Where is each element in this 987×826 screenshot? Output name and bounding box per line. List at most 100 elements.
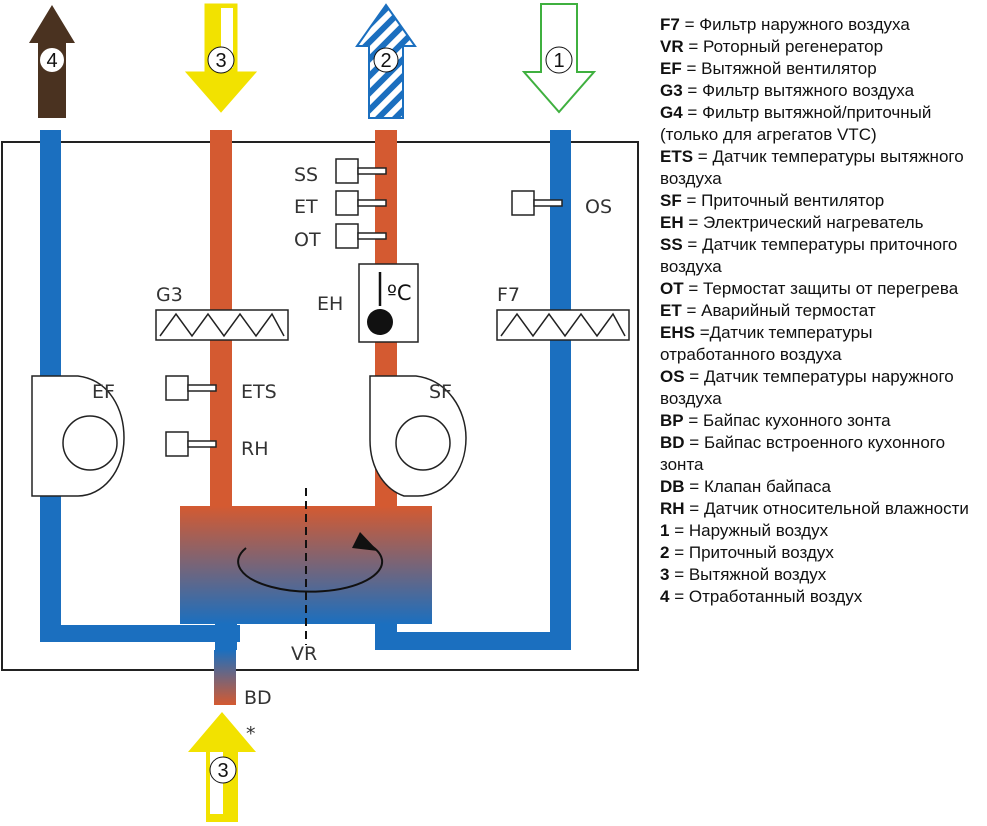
legend-item: VR = Роторный регенератор	[660, 36, 985, 58]
legend-separator: =	[684, 433, 704, 452]
arrow-supply-out: 2	[355, 3, 417, 119]
arrow-bypass-extract-in: 3	[188, 712, 256, 822]
legend-code: ET	[660, 301, 682, 320]
legend-code: 4	[660, 587, 670, 606]
legend-separator: =	[682, 103, 703, 122]
legend-item: ET = Аварийный термостат	[660, 300, 985, 322]
legend-separator: =	[682, 235, 703, 254]
legend-code: 1	[660, 521, 670, 540]
legend-code: VR	[660, 37, 684, 56]
legend-separator: =	[669, 543, 689, 562]
legend-text: Байпас встроенного кухонного зонта	[660, 433, 946, 474]
f7-label: F7	[497, 284, 520, 306]
legend-separator: =	[669, 587, 689, 606]
legend-item: DB = Клапан байпаса	[660, 476, 985, 498]
eh-label: EH	[317, 293, 343, 315]
os-label: OS	[585, 196, 612, 218]
legend-text: Электрический нагреватель	[703, 213, 924, 232]
ets-sensor	[165, 375, 217, 401]
legend-item: BP = Байпас кухонного зонта	[660, 410, 985, 432]
ef-label: EF	[92, 381, 115, 403]
legend-code: G3	[660, 81, 683, 100]
legend-item: SF = Приточный вентилятор	[660, 190, 985, 212]
ss-sensor	[335, 158, 387, 184]
legend-separator: =	[684, 499, 704, 518]
outdoor-duct-right	[550, 130, 571, 650]
rotation-arrow-icon	[237, 539, 384, 593]
legend-item: 4 = Отработанный воздух	[660, 586, 985, 608]
legend-item: OT = Термостат защиты от перегрева	[660, 278, 985, 300]
legend-text: Вытяжной воздух	[688, 565, 827, 584]
rh-sensor	[165, 431, 217, 457]
unit-housing	[1, 141, 639, 671]
legend-text: Приточный вентилятор	[701, 191, 885, 210]
legend-code: OS	[660, 367, 685, 386]
exhaust-fan-icon	[31, 375, 125, 497]
arrow-3-top-label: 3	[215, 50, 226, 72]
legend-separator: =	[684, 367, 704, 386]
legend-separator: =	[693, 147, 713, 166]
ot-label: OT	[294, 229, 321, 251]
legend-separator: =	[683, 213, 703, 232]
vr-label: VR	[291, 643, 317, 665]
legend-item: 1 = Наружный воздух	[660, 520, 985, 542]
legend-code: SS	[660, 235, 683, 254]
legend-separator: =	[682, 81, 703, 100]
legend-code: BD	[660, 433, 685, 452]
supply-fan-icon	[369, 375, 467, 497]
legend-item: ETS = Датчик температуры вытяжного возду…	[660, 146, 985, 190]
legend-item: EF = Вытяжной вентилятор	[660, 58, 985, 80]
legend-code: EF	[660, 59, 682, 78]
et-sensor	[335, 190, 387, 216]
legend-text: Вытяжной вентилятор	[701, 59, 877, 78]
legend-text: Термостат защиты от перегрева	[702, 279, 959, 298]
legend-code: ETS	[660, 147, 694, 166]
deg-c-label: ºC	[387, 281, 412, 305]
outdoor-duct-bottom	[375, 632, 571, 650]
legend-item: EHS =Датчик температуры отработанного во…	[660, 322, 985, 366]
sf-label: SF	[429, 381, 452, 403]
rotation-arrowhead-icon	[352, 532, 378, 551]
legend-separator: =	[694, 323, 710, 342]
legend-item: EH = Электрический нагреватель	[660, 212, 985, 234]
legend-text: Наружный воздух	[688, 521, 829, 540]
legend-item: F7 = Фильтр наружного воздуха	[660, 14, 985, 36]
bd-duct	[214, 650, 236, 705]
ets-label: ETS	[241, 381, 277, 403]
legend-code: OT	[660, 279, 684, 298]
legend-item: BD = Байпас встроенного кухонного зонта	[660, 432, 985, 476]
legend-separator: =	[683, 279, 703, 298]
legend-separator: =	[681, 301, 702, 320]
legend-text: Клапан байпаса	[703, 477, 831, 496]
legend-text: Датчик температуры отработанного воздуха	[660, 323, 873, 364]
et-label: ET	[294, 196, 318, 218]
electric-heater	[358, 263, 419, 343]
legend-separator: =	[683, 411, 703, 430]
legend-text: Фильтр вытяжного воздуха	[702, 81, 915, 100]
legend-code: G4	[660, 103, 683, 122]
legend-code: 3	[660, 565, 670, 584]
rotary-regenerator	[180, 506, 432, 624]
exhaust-duct-bottom	[40, 625, 240, 642]
arrow-3-bottom-label: 3	[217, 760, 228, 782]
legend-code: 2	[660, 543, 670, 562]
legend-separator: =	[681, 59, 702, 78]
legend-text: Фильтр наружного воздуха	[699, 15, 910, 34]
legend-separator: =	[679, 15, 700, 34]
legend-item: OS = Датчик температуры наружного воздух…	[660, 366, 985, 410]
legend-text: Отработанный воздух	[688, 587, 863, 606]
ot-sensor	[335, 223, 387, 249]
g3-label: G3	[156, 284, 183, 306]
arrow-extract-in: 3	[184, 3, 258, 113]
legend-code: DB	[660, 477, 685, 496]
legend-text: Байпас кухонного зонта	[703, 411, 891, 430]
asterisk-label: *	[246, 723, 256, 745]
legend-text: Датчик температуры вытяжного воздуха	[660, 147, 964, 188]
legend-code: BP	[660, 411, 684, 430]
legend-code: EHS	[660, 323, 695, 342]
arrow-1-label: 1	[553, 50, 564, 72]
bd-label: BD	[244, 687, 272, 709]
f7-filter	[496, 309, 630, 341]
legend-text: Датчик температуры наружного воздуха	[660, 367, 954, 408]
